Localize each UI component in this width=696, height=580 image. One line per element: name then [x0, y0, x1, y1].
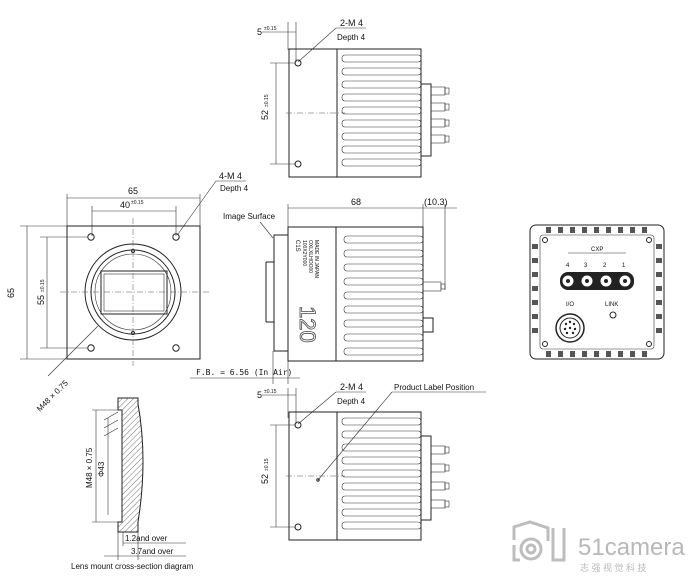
lens-mount-profile [117, 397, 144, 533]
lens-over-1: 1.2and over [125, 534, 168, 543]
link-label: LINK [605, 302, 618, 308]
top-tol-52: ±0.15 [264, 94, 270, 107]
front-hole-br [172, 344, 180, 352]
bottom-view: 5 ±0.15 2-M 4 Depth 4 Product Label Posi… [257, 382, 486, 541]
side-flange [273, 234, 289, 352]
top-fins [341, 54, 422, 167]
front-tol-55: ±0.15 [40, 279, 46, 292]
cxp-port-4-label: 4 [566, 263, 570, 269]
top-depth: Depth 4 [337, 33, 366, 42]
side-io-connector [422, 317, 434, 333]
side-view: Image Surface 68 (10.3) [190, 197, 457, 384]
side-connector [422, 281, 442, 292]
front-dim-65-h: 65 [6, 288, 16, 298]
bottom-tol-52: ±0.15 [264, 458, 270, 471]
watermark-brand: 51camera [578, 534, 685, 561]
side-dim-10-3: (10.3) [424, 197, 448, 207]
image-surface-label: Image Surface [223, 212, 276, 221]
top-dim-52: 52 [260, 110, 270, 120]
link-led [609, 311, 617, 319]
watermark-logo [512, 520, 566, 562]
front-dim-65-w: 65 [128, 186, 138, 196]
side-big-label: 120 [295, 306, 320, 343]
side-fins [343, 235, 424, 356]
bottom-thread: 2-M 4 [340, 382, 363, 392]
front-mount-label: M48 × 0.75 [35, 378, 70, 413]
io-connector [555, 313, 585, 343]
back-view: CXP 4 3 2 1 I/O LINK [529, 224, 665, 360]
cxp-label: CXP [591, 247, 603, 253]
top-dim-5: 5 [257, 27, 262, 37]
bottom-fins [341, 417, 422, 530]
lens-mount-thread: M48 × 0.75 [85, 447, 94, 488]
product-label-position: Product Label Position [394, 383, 474, 392]
lens-phi-43: Φ43 [97, 461, 106, 477]
lens-caption: Lens mount cross-section diagram [71, 562, 194, 571]
bottom-dim-5: 5 [257, 390, 262, 400]
side-dim-68: 68 [351, 197, 361, 207]
bottom-connectors [420, 435, 450, 521]
front-hole-tl [87, 233, 95, 241]
front-view: 65 40 ±0.15 4-M 4 Depth 4 65 [6, 171, 249, 413]
top-tol-5: ±0.15 [264, 26, 277, 32]
top-connectors [420, 83, 450, 157]
top-thread: 2-M 4 [340, 18, 363, 28]
watermark: 51camera 志 强 视 觉 科 技 [512, 520, 685, 573]
watermark-sub: 志 强 视 觉 科 技 [580, 562, 647, 573]
lens-over-2: 3.7and over [131, 547, 174, 556]
front-hole-bl [87, 344, 95, 352]
front-dim-40: 40 [120, 200, 130, 210]
front-hole-tr [172, 233, 180, 241]
back-fin-edges [532, 227, 662, 357]
front-tol-40: ±0.15 [131, 200, 144, 206]
front-sensor [100, 270, 168, 315]
cxp-port-2-label: 2 [603, 263, 607, 269]
back-body [529, 224, 665, 360]
side-serial-1: 100X2Y000 [301, 240, 307, 266]
front-depth: Depth 4 [220, 184, 249, 193]
bottom-tol-5: ±0.15 [264, 389, 277, 395]
front-dim-55: 55 [36, 295, 46, 305]
flange-back-label: F.B. = 6.56 (In Air) [196, 368, 292, 377]
io-label: I/O [566, 302, 574, 308]
front-body [66, 225, 201, 360]
bottom-dim-52: 52 [260, 474, 270, 484]
lens-section: M48 × 0.75 Φ43 1.2and over 3.7and over L… [71, 397, 194, 571]
cxp-port-1-label: 1 [622, 263, 626, 269]
side-serial-2: OXLXLHOO00 [307, 240, 313, 273]
cxp-port-3-label: 3 [584, 263, 588, 269]
top-view: 5 ±0.15 2-M 4 Depth 4 [257, 18, 450, 178]
bottom-depth: Depth 4 [337, 397, 366, 406]
side-made-in: MADE IN JAPAN [313, 240, 319, 278]
cxp-ports [560, 272, 634, 290]
front-thread: 4-M 4 [219, 171, 242, 181]
side-model: C1S [294, 240, 300, 252]
